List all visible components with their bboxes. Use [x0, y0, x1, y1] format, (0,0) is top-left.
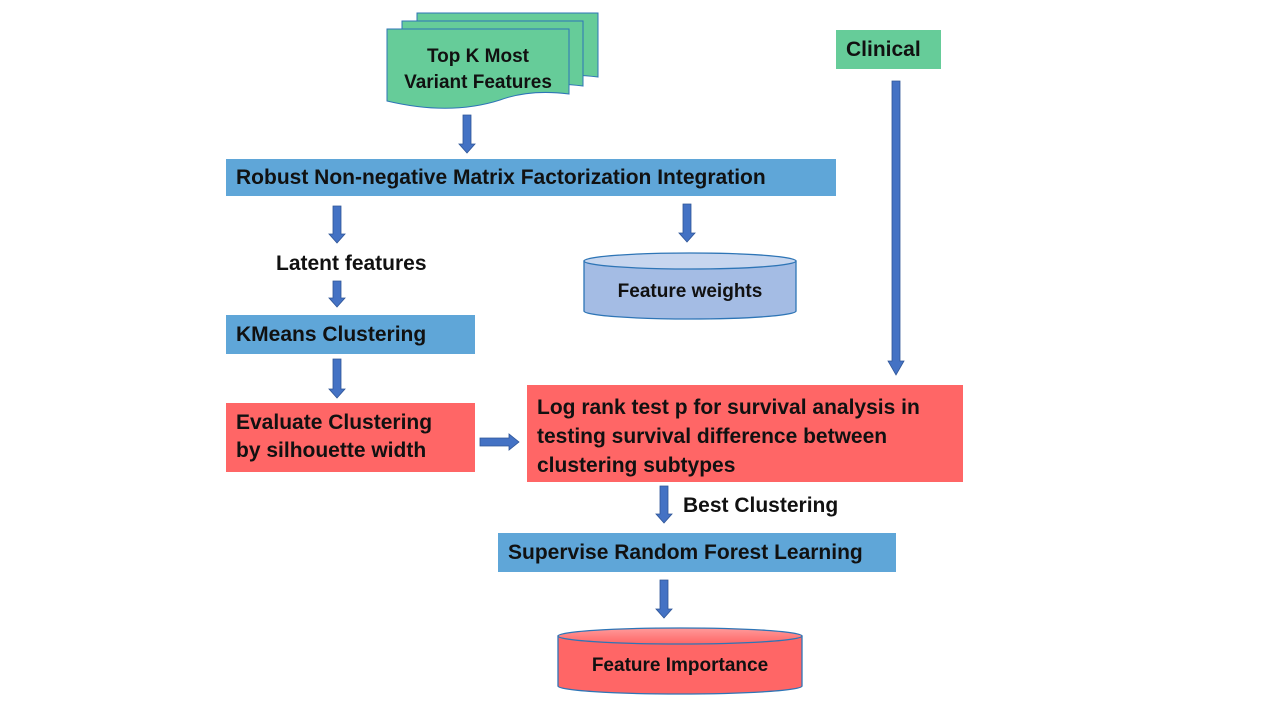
arrow-logrank-to-rf	[655, 485, 673, 524]
random-forest-node: Supervise Random Forest Learning	[498, 533, 896, 572]
arrow-rnmf-to-latent	[328, 205, 346, 244]
arrow-clinical-to-logrank	[887, 80, 905, 376]
log-rank-test-node: Log rank test p for survival analysis in…	[527, 385, 963, 482]
arrow-rf-to-importance	[655, 579, 673, 619]
kmeans-clustering-node: KMeans Clustering	[226, 315, 475, 354]
rnmf-integration-node: Robust Non-negative Matrix Factorization…	[226, 159, 836, 196]
feature-importance-label: Feature Importance	[591, 655, 769, 676]
feature-weights-cylinder-shape	[583, 252, 797, 320]
best-clustering-label: Best Clustering	[683, 494, 839, 517]
arrow-rnmf-to-feature-weights	[678, 203, 696, 243]
evaluate-clustering-node: Evaluate Clustering by silhouette width	[226, 403, 475, 472]
arrow-evaluate-to-logrank	[479, 433, 520, 451]
feature-weights-cylinder-top	[583, 252, 797, 270]
arrow-documents-to-rnmf	[458, 114, 476, 154]
feature-importance-cylinder-shape	[557, 627, 803, 695]
feature-weights-label: Feature weights	[617, 281, 763, 302]
feature-importance-cylinder-top	[557, 627, 803, 645]
multi-document-shape	[386, 12, 599, 109]
feature-weights-cylinder-body	[583, 260, 797, 320]
latent-features-label: Latent features	[276, 252, 427, 275]
clinical-node: Clinical	[836, 30, 941, 69]
document-front	[386, 28, 570, 109]
arrow-latent-to-kmeans	[328, 280, 346, 308]
feature-importance-cylinder-body	[557, 635, 803, 695]
arrow-kmeans-to-evaluate	[328, 358, 346, 399]
top-features-label: Top K Most Variant Features	[404, 46, 552, 93]
